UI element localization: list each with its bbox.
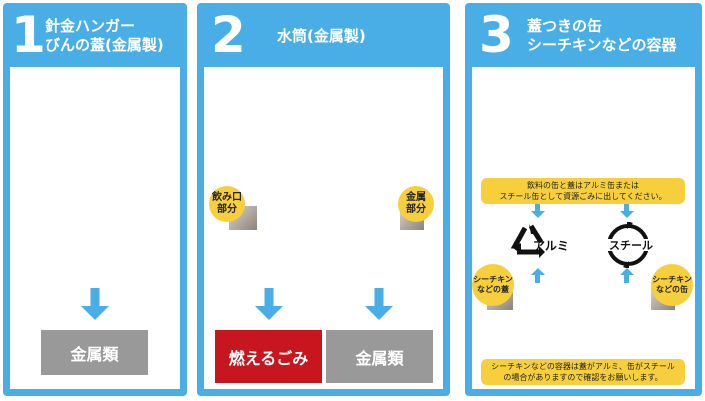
arrow-up-icon — [620, 268, 634, 275]
aluminum-mark-label: アルミ — [533, 239, 569, 253]
arrow-down-icon — [80, 288, 110, 322]
badge-tuna-lid: シーチキン などの蓋 — [472, 264, 514, 306]
badge-mouth-part: 飲み口 部分 — [209, 186, 245, 222]
panel-3-number: 3 — [479, 6, 514, 64]
panel-3-title: 蓋つきの缶 シーチキンなどの容器 — [527, 17, 677, 54]
steel-mark-label: スチール — [609, 239, 653, 252]
arrow-down-icon — [254, 288, 284, 322]
note-bottom: シーチキンなどの容器は蓋がアルミ、缶がスチール の場合がありますので確認をお願い… — [481, 359, 685, 385]
badge-metal-part: 金属 部分 — [398, 186, 434, 222]
arrow-down-icon — [624, 204, 629, 212]
arrow-down-icon — [364, 288, 394, 322]
steel-recycle-icon — [607, 222, 649, 268]
aluminum-recycle-icon — [511, 224, 545, 258]
destination-burnable: 燃えるごみ — [215, 330, 322, 383]
panel-1-title: 針金ハンガー びんの蓋(金属製) — [45, 17, 164, 54]
panel-3-content — [472, 67, 695, 389]
badge-tuna-can: シーチキン などの缶 — [651, 264, 693, 306]
arrow-up-icon — [531, 268, 545, 275]
panel-2-title: 水筒(金属製) — [277, 27, 366, 45]
destination-metal-2: 金属類 — [326, 330, 433, 383]
destination-metal-1: 金属類 — [41, 330, 148, 375]
panel-1-number: 1 — [11, 6, 46, 64]
panel-2-number: 2 — [211, 6, 246, 64]
note-top: 飲料の缶と蓋はアルミ缶または スチール缶として資源ごみに出してください。 — [481, 178, 685, 204]
arrow-down-icon — [535, 204, 540, 212]
